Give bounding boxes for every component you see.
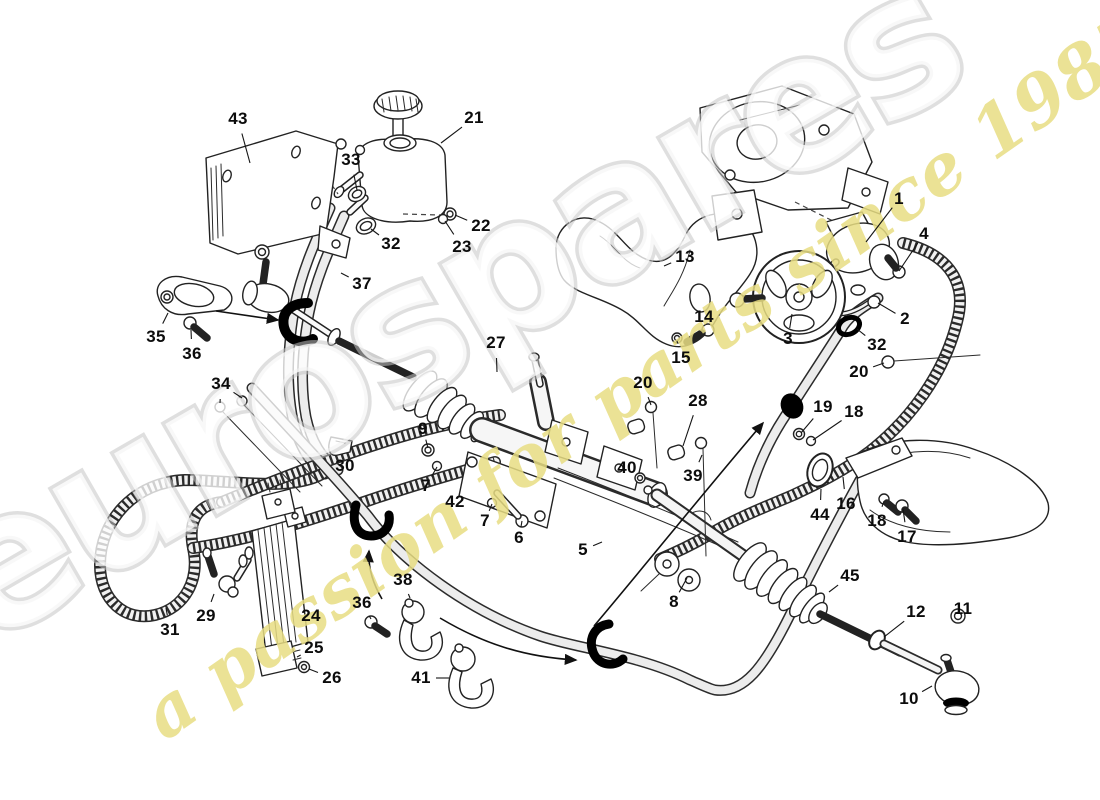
part-number-9: 9 [418, 419, 428, 438]
part-number-41: 41 [411, 668, 431, 687]
part-number-11: 11 [953, 599, 973, 618]
part-number-25: 25 [304, 638, 324, 657]
part-number-40: 40 [617, 458, 637, 477]
part-number-32: 32 [381, 234, 401, 253]
part-number-24: 24 [301, 606, 321, 625]
part-number-15: 15 [671, 348, 691, 367]
part-number-21: 21 [464, 108, 484, 127]
part-number-32: 32 [867, 335, 887, 354]
part-number-10: 10 [899, 689, 919, 708]
part-number-13: 13 [675, 247, 695, 266]
part-number-31: 31 [160, 620, 180, 639]
part-number-4: 4 [919, 224, 929, 243]
part-number-17: 17 [897, 527, 917, 546]
part-number-18: 18 [867, 511, 887, 530]
part-number-27: 27 [486, 333, 506, 352]
part-number-33: 33 [341, 150, 361, 169]
part-number-2: 2 [900, 309, 910, 328]
part-number-26: 26 [322, 668, 342, 687]
part-number-5: 5 [578, 540, 588, 559]
part-number-18: 18 [844, 402, 864, 421]
part-number-43: 43 [228, 109, 248, 128]
part-number-3: 3 [783, 329, 793, 348]
part-number-29: 29 [196, 606, 216, 625]
part-number-36: 36 [182, 344, 202, 363]
part-number-23: 23 [452, 237, 472, 256]
part-number-19: 19 [813, 397, 833, 416]
part-number-44: 44 [810, 505, 830, 524]
part-number-20: 20 [849, 362, 869, 381]
part-number-16: 16 [836, 494, 856, 513]
part-number-42: 42 [445, 492, 465, 511]
part-number-45: 45 [840, 566, 860, 585]
part-number-7: 7 [480, 511, 490, 530]
part-number-14: 14 [694, 307, 714, 326]
part-number-8: 8 [669, 592, 679, 611]
part-number-28: 28 [688, 391, 708, 410]
part-number-30: 30 [335, 456, 355, 475]
part-number-37: 37 [352, 274, 372, 293]
part-number-39: 39 [683, 466, 703, 485]
part-number-12: 12 [906, 602, 926, 621]
part-number-1: 1 [894, 189, 904, 208]
part-number-7: 7 [421, 476, 431, 495]
part-number-22: 22 [471, 216, 491, 235]
part-number-36: 36 [352, 593, 372, 612]
part-number-20: 20 [633, 373, 653, 392]
part-number-38: 38 [393, 570, 413, 589]
part-number-35: 35 [146, 327, 166, 346]
part-number-34: 34 [211, 374, 231, 393]
part-number-6: 6 [514, 528, 524, 547]
